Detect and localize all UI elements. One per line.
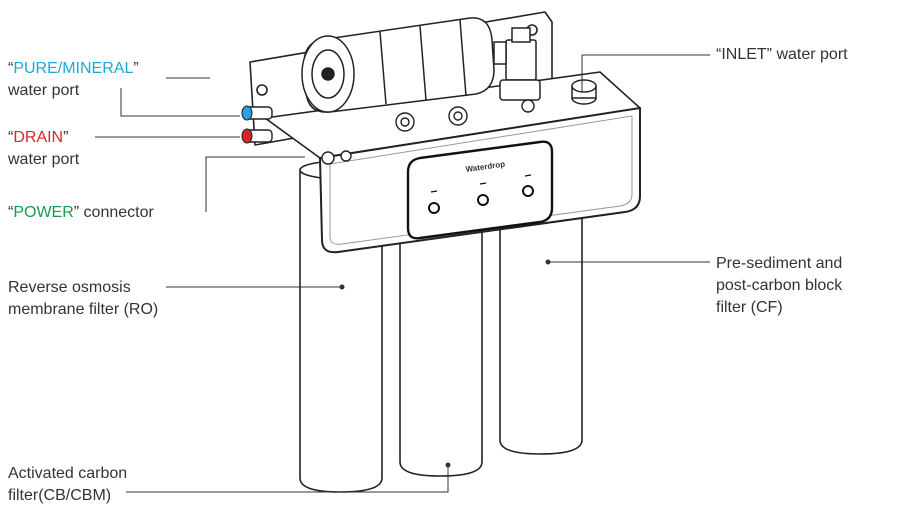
- cb-label: Activated carbon filter(CB/CBM): [8, 463, 127, 507]
- inlet-label: “INLET” water port: [716, 46, 848, 63]
- filter-status-light-icon: [428, 174, 534, 214]
- cb-label-line1: Activated carbon: [8, 465, 128, 482]
- power-leader: [205, 156, 305, 212]
- power-label: “POWER” connector: [8, 204, 154, 221]
- ro-label: Reverse osmosis membrane filter (RO): [8, 277, 158, 321]
- drain-port: [241, 128, 273, 144]
- drain-label: “DRAIN” water port: [8, 127, 79, 171]
- drain-label-line2: water port: [8, 151, 80, 168]
- pure-mineral-port: [241, 105, 273, 121]
- deck-fittings: [321, 99, 535, 165]
- cf-label: Pre-sediment and post-carbon block filte…: [716, 253, 842, 319]
- cf-label-line1: Pre-sediment and: [716, 255, 843, 272]
- leader-lines: [95, 54, 710, 493]
- mount-hole-left: [256, 84, 268, 96]
- solenoid-valve-icon: [493, 27, 541, 101]
- control-panel: [406, 140, 554, 240]
- pure-mineral-label-line1: “PURE/MINERAL”: [8, 60, 139, 77]
- cb-filter: [399, 219, 483, 477]
- pure-mineral-name: PURE/MINERAL: [13, 60, 134, 77]
- drain-label-line1: “DRAIN”: [8, 129, 69, 146]
- cf-label-line3: filter (CF): [716, 299, 783, 316]
- pure-mineral-label: “PURE/MINERAL” water port: [8, 58, 139, 102]
- ro-label-line1: Reverse osmosis: [8, 279, 131, 296]
- pure-mineral-leader: [120, 88, 240, 117]
- cf-label-line2: post-carbon block: [716, 277, 843, 294]
- pump-icon: [301, 17, 495, 113]
- ro-label-line2: membrane filter (RO): [8, 301, 159, 318]
- cf-filter: [499, 199, 583, 455]
- pure-mineral-label-line2: water port: [8, 82, 80, 99]
- inlet-fitting: [571, 79, 597, 105]
- cb-label-line2: filter(CB/CBM): [8, 487, 112, 504]
- leader-dots: [339, 259, 551, 468]
- drain-name: DRAIN: [13, 129, 64, 146]
- cb-leader: [126, 465, 449, 493]
- power-name: POWER: [13, 204, 74, 221]
